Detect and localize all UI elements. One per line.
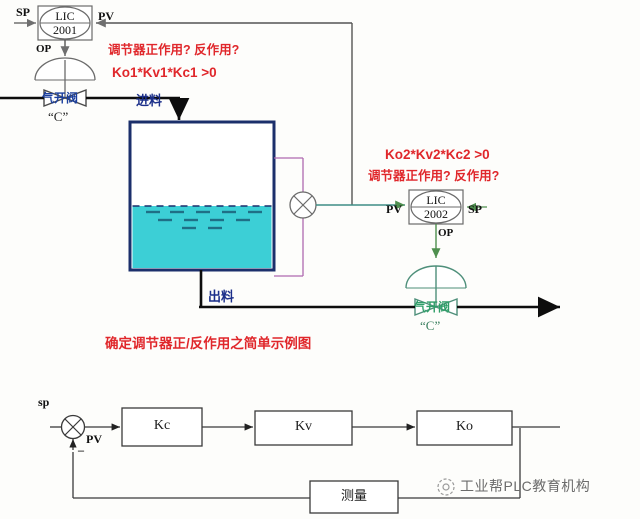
note-formula-1: Ko1*Kv1*Kc1 >0	[112, 65, 217, 80]
block-kv-label: Kv	[294, 419, 313, 434]
feedback-label: PV	[86, 432, 102, 446]
controller-tag-2-line2: 2002	[424, 207, 448, 221]
pv-signal-line-1	[96, 18, 353, 205]
valve-actuator-2	[405, 265, 467, 306]
valve-action-2: “C”	[420, 318, 441, 333]
liquid-surface-dashes	[146, 210, 262, 230]
block-ko-label: Ko	[455, 419, 474, 434]
outlet-pipe	[199, 270, 560, 318]
note-question-2: 调节器正作用? 反作用?	[368, 169, 500, 183]
sp-label-2: SP	[468, 202, 483, 216]
inlet-pipe	[0, 96, 190, 120]
controller-tag-1-line1: LIC	[55, 9, 75, 23]
controller-tag-1-line2: 2001	[53, 23, 77, 37]
block-measurement-label: 测量	[340, 488, 367, 503]
inlet-label: 进料	[136, 93, 163, 108]
level-transmitter-icon[interactable]	[289, 191, 317, 219]
outlet-label: 出料	[208, 289, 235, 304]
summing-junction	[60, 414, 86, 440]
valve-action-1: “C”	[48, 109, 69, 124]
note-question-1: 调节器正作用? 反作用?	[108, 43, 240, 57]
note-formula-2: Ko2*Kv2*Kc2 >0	[385, 147, 490, 162]
pv-label-2: PV	[386, 202, 402, 216]
minus-sign-label: _	[78, 439, 84, 453]
vessel-tank	[128, 120, 276, 272]
watermark-text: 工业帮PLC教育机构	[460, 478, 591, 494]
sp-label-1: SP	[16, 5, 31, 19]
control-valve-2[interactable]	[414, 297, 458, 317]
block-rects	[121, 407, 513, 514]
pv-label-1: PV	[98, 9, 114, 23]
valve-label-1: 气开阀	[42, 91, 79, 105]
op-label-2: OP	[438, 227, 454, 239]
controller-tag-2-line1: LIC	[426, 193, 446, 207]
level-transmitter-link	[274, 157, 304, 277]
controller-lic2001[interactable]	[37, 5, 93, 41]
valve-actuator-1	[34, 57, 96, 98]
block-diagram-wiring	[50, 423, 560, 499]
op-label-1: OP	[36, 43, 52, 55]
control-valve-1[interactable]	[43, 88, 87, 108]
watermark-logo-icon	[437, 478, 455, 496]
setpoint-label: sp	[38, 395, 50, 409]
valve-label-2: 气开阀	[414, 300, 451, 314]
block-kc-label: Kc	[153, 418, 171, 433]
diagram-caption: 确定调节器正/反作用之简单示例图	[105, 336, 312, 351]
